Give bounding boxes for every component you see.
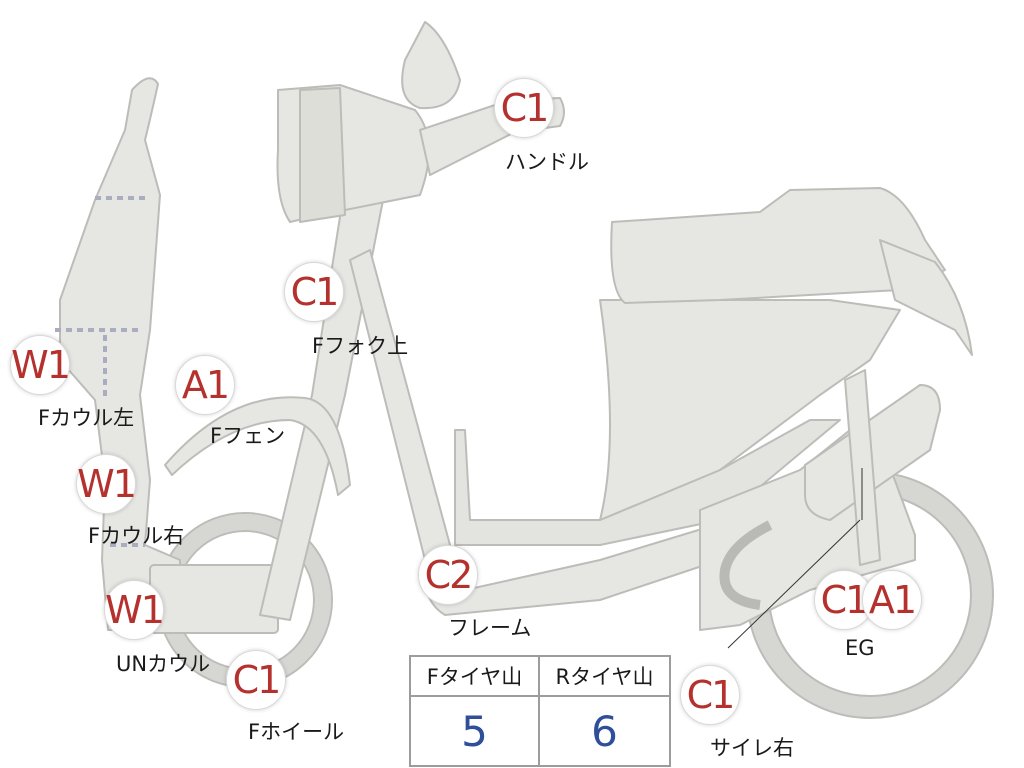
marker-ffork: C1	[284, 262, 344, 322]
label-handle: ハンドル	[505, 150, 589, 174]
front-tire-value: 5	[411, 697, 540, 765]
label-fcowl-left: Fカウル左	[38, 406, 135, 430]
label-eg: EG	[845, 636, 875, 660]
under-cowl	[149, 564, 279, 634]
front-tire-header: Fタイヤ山	[411, 657, 540, 697]
marker-fwheel: C1	[226, 650, 286, 710]
marker-frame: C2	[418, 545, 478, 605]
front-fender	[164, 396, 351, 496]
marker-fcowl-left: W1	[10, 335, 71, 395]
seat	[610, 187, 946, 304]
marker-ffender: A1	[175, 355, 235, 415]
rear-tire-header: Rタイヤ山	[540, 657, 669, 697]
label-fwheel: Fホイール	[248, 720, 345, 744]
floor-panel	[454, 419, 841, 546]
label-un-cowl: UNカウル	[116, 652, 211, 676]
label-frame: フレーム	[448, 616, 532, 640]
mirror	[401, 21, 461, 110]
marker-muffler-right: C1	[680, 665, 740, 725]
label-ffork: Fフォク上	[312, 334, 409, 358]
marker-handle: C1	[494, 78, 554, 138]
tail	[879, 239, 973, 356]
label-ffender: Fフェン	[210, 424, 286, 448]
marker-eg-2: A1	[862, 570, 922, 630]
label-muffler-right: サイレ右	[710, 736, 794, 760]
marker-un-cowl: W1	[104, 580, 165, 640]
label-fcowl-right: Fカウル右	[88, 524, 185, 548]
rear-body	[599, 299, 901, 521]
marker-fcowl-right: W1	[76, 454, 137, 514]
rear-tire-value: 6	[591, 706, 618, 756]
tire-tread-table: Fタイヤ山 Rタイヤ山 5 6	[409, 655, 671, 767]
rear-shock	[844, 369, 881, 566]
